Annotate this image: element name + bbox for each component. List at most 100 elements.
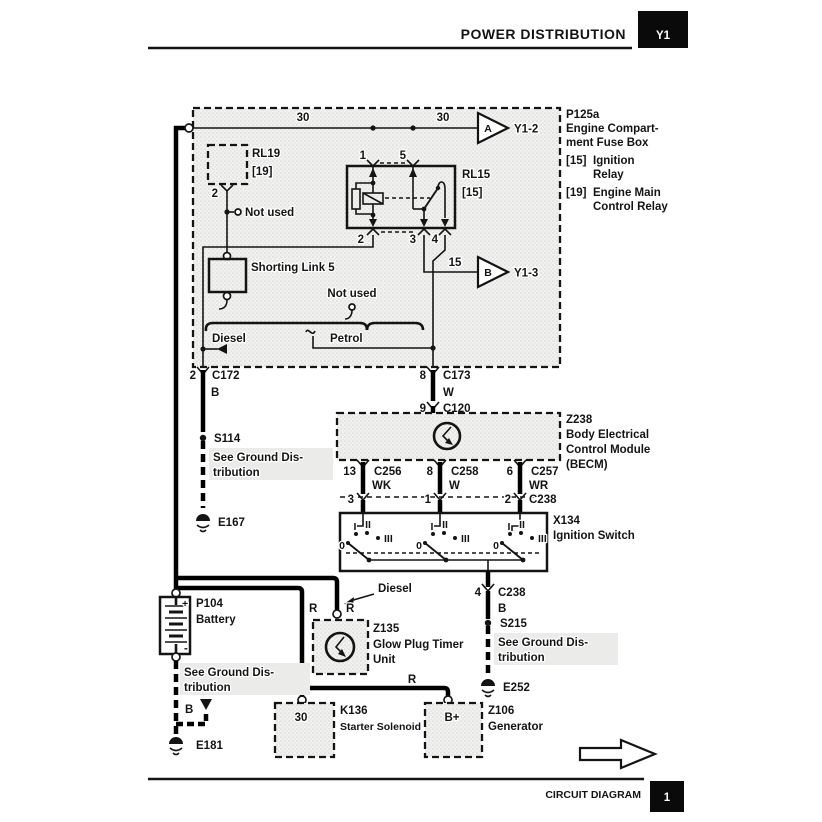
- generator-outline: [423, 701, 484, 759]
- diesel-option-label: Diesel: [212, 333, 246, 345]
- ignition-switch-outline: [338, 511, 549, 573]
- splice-s215: [484, 619, 492, 627]
- c238-pin-4: 4: [475, 587, 482, 599]
- ground-symbol: [481, 679, 495, 686]
- note-bg: [180, 663, 310, 695]
- shorting-link-label: Shorting Link 5: [251, 262, 335, 274]
- diesel-note-arrowhead: [344, 597, 354, 605]
- not-used-label: Not used: [327, 288, 376, 300]
- ground-symbol-arc: [172, 752, 180, 756]
- pos-i: I: [508, 521, 511, 533]
- ground-symbol: [169, 737, 183, 744]
- c172-pin: 2: [190, 370, 196, 382]
- gang-feed: [431, 513, 441, 531]
- switch-arm: [423, 187, 439, 210]
- petrol-squiggle: [305, 329, 316, 335]
- arrowhead-down: [420, 219, 428, 227]
- pin-bracket: [438, 227, 452, 236]
- becm-name-1: Body Electrical: [566, 429, 649, 441]
- offpage-arrow-b-letter: B: [484, 267, 492, 279]
- e167-label: E167: [218, 517, 245, 529]
- fusebox-rl19-name-2: Control Relay: [593, 201, 668, 213]
- arrowhead-down: [441, 219, 449, 227]
- contact-ii: [365, 531, 369, 535]
- generator-name: Generator: [488, 721, 543, 733]
- wire-color-b: B: [185, 704, 193, 716]
- gang-feed: [354, 513, 364, 531]
- c173-pin: 8: [420, 370, 427, 382]
- battery-negative-terminal: [171, 652, 181, 662]
- c257-pin: 6: [507, 466, 513, 478]
- note-bg: [209, 448, 333, 480]
- battery-name: Battery: [196, 614, 236, 626]
- diesel-note: Diesel: [378, 583, 412, 595]
- rl15-outline: [345, 164, 457, 230]
- offpage-arrow-b: [476, 255, 511, 289]
- petrol-wire: [312, 336, 433, 349]
- pos-iii: III: [384, 533, 393, 545]
- offpage-arrow-b-dest: Y1-3: [514, 268, 538, 280]
- ground-symbol: [196, 514, 210, 521]
- switch-hook-wire: [437, 181, 446, 218]
- relay-rl19: RL19 [19] 2 Not used: [206, 143, 295, 252]
- starter-id: K136: [340, 705, 368, 717]
- switch-arm: [501, 542, 524, 561]
- fusebox-outline: [191, 106, 562, 369]
- coil-diagonal: [362, 192, 384, 205]
- fuel-option-selector: Not used Diesel Petrol: [200, 287, 433, 354]
- fusebox-p125a: P125a Engine Compart- ment Fuse Box [15]…: [191, 106, 670, 369]
- wire-color-w: W: [449, 480, 460, 492]
- contact-i: [431, 532, 435, 536]
- wire-hook: [218, 299, 228, 310]
- gang-feed: [511, 513, 521, 531]
- ground-symbol-arc: [484, 694, 492, 698]
- c172-ground-branch: 2 C172 B S114 See Ground Dis- tribution …: [188, 366, 333, 533]
- rl15-pin-5: 5: [400, 150, 407, 162]
- ignition-label: Ignition Switch: [553, 530, 635, 542]
- glow-plug-name-2: Unit: [373, 654, 396, 666]
- see-ground-2: tribution: [498, 652, 545, 664]
- glow-plug-name-1: Glow Plug Timer: [373, 639, 464, 651]
- battery-minus: -: [184, 643, 188, 655]
- selector-bar-left: [204, 321, 369, 332]
- wire-color-r: R: [309, 603, 318, 615]
- fusebox-name-2: ment Fuse Box: [566, 137, 649, 149]
- pos-0: 0: [339, 540, 345, 552]
- pos-ii: II: [365, 519, 371, 531]
- fusebox-rl15-ref: [15]: [566, 155, 587, 167]
- fusebox-rl15-name-1: Ignition: [593, 155, 635, 167]
- wire-hook: [344, 309, 353, 320]
- arrowhead-up: [369, 168, 377, 177]
- rl19-outline: [206, 143, 249, 186]
- contact-iii: [530, 536, 534, 540]
- c258-name: C258: [451, 466, 479, 478]
- contact-i: [508, 532, 512, 536]
- s215-label: S215: [500, 618, 527, 630]
- offpage-arrow-a-letter: A: [484, 123, 492, 135]
- wire-color-wr: WR: [529, 480, 549, 492]
- ground-link-arrowhead: [200, 699, 212, 710]
- ignition-id: X134: [553, 515, 580, 527]
- relay-rl15: RL15 [15] 1 5 2: [345, 149, 492, 247]
- glow-plug-terminal: [332, 609, 342, 619]
- diesel-tap-arrowhead: [217, 344, 227, 354]
- page-footer: CIRCUIT DIAGRAM 1: [148, 738, 684, 812]
- not-used-label: Not used: [245, 207, 294, 219]
- starter-outline: [273, 701, 336, 759]
- c238-pin-1: 1: [425, 494, 432, 506]
- pos-0: 0: [416, 540, 422, 552]
- fusebox-rl15-name-2: Relay: [593, 169, 624, 181]
- c238-ground-branch: 4 C238 B S215 See Ground Dis- tribution …: [473, 571, 618, 698]
- pin4-to-c173-wire: [432, 235, 446, 367]
- link-terminal-bottom: [222, 291, 232, 301]
- wire-r-generator: [299, 685, 451, 696]
- glow-plug-id: Z135: [373, 623, 400, 635]
- contact-ii: [442, 531, 446, 535]
- diesel-note-arrow: [349, 593, 375, 602]
- c238-name: C238: [498, 587, 526, 599]
- selector-bar-right: [365, 321, 425, 331]
- timer-icon: [324, 631, 356, 663]
- wire-color-r: R: [408, 674, 417, 686]
- starter-name: Starter Solenoid: [340, 721, 421, 733]
- rl15-pin-3: 3: [410, 234, 416, 246]
